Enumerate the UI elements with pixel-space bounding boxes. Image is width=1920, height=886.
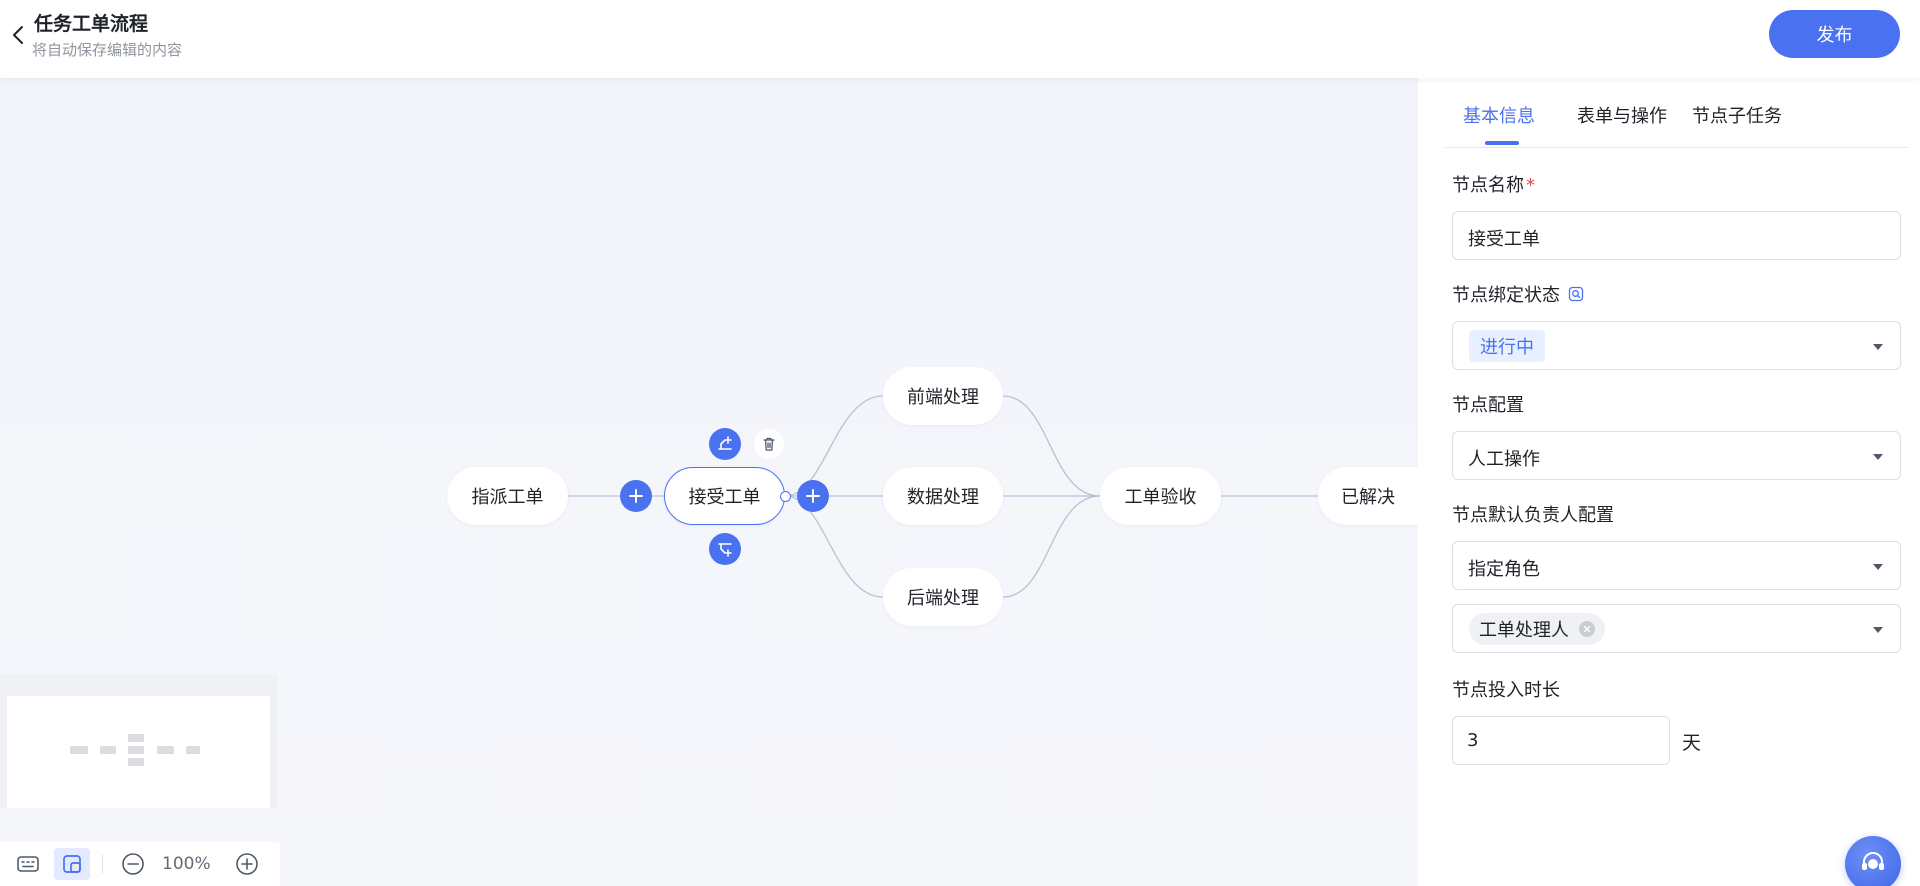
- owner-type-value: 指定角色: [1468, 559, 1540, 580]
- trash-icon: [763, 437, 775, 451]
- flow-node-frontend[interactable]: 前端处理: [883, 367, 1003, 425]
- panel-tabs: 基本信息 表单与操作 节点子任务: [1445, 78, 1908, 148]
- owner-type-select[interactable]: 指定角色: [1452, 541, 1901, 590]
- edge-accept-backend: [784, 495, 884, 598]
- node-settings-panel: 基本信息 表单与操作 节点子任务 节点名称* 接受工单 节点绑定状态 进行中 节…: [1418, 78, 1920, 886]
- minimap-icon: [63, 855, 81, 873]
- bind-status-select[interactable]: 进行中: [1452, 321, 1901, 370]
- owner-config-label: 节点默认负责人配置: [1452, 505, 1614, 526]
- minimap-toggle-button[interactable]: [54, 848, 90, 880]
- status-tag: 进行中: [1469, 330, 1545, 362]
- autosave-hint: 将自动保存编辑的内容: [32, 41, 183, 59]
- page-title: 任务工单流程: [34, 13, 149, 35]
- tab-basic-info[interactable]: 基本信息: [1463, 106, 1535, 127]
- flow-node-review[interactable]: 工单验收: [1100, 467, 1221, 525]
- chevron-down-icon: [1873, 454, 1883, 460]
- flow-node-data[interactable]: 数据处理: [883, 467, 1003, 525]
- active-tab-indicator: [1485, 141, 1519, 145]
- toolbar-divider: [102, 855, 103, 873]
- flow-node-backend[interactable]: 后端处理: [883, 568, 1003, 626]
- role-tag: 工单处理人: [1469, 613, 1605, 645]
- add-branch-up-button[interactable]: [709, 428, 741, 460]
- bind-status-label: 节点绑定状态: [1452, 281, 1584, 307]
- remove-tag-icon[interactable]: [1579, 621, 1595, 637]
- node-name-input[interactable]: 接受工单: [1452, 211, 1901, 260]
- minimap-node: [70, 746, 88, 754]
- branch-down-icon: [718, 543, 732, 557]
- zoom-level: 100%: [162, 854, 211, 874]
- node-output-port[interactable]: [780, 491, 791, 502]
- customer-service-button[interactable]: [1845, 836, 1901, 886]
- role-tag-label: 工单处理人: [1479, 620, 1569, 641]
- minimap-node: [157, 746, 174, 754]
- tab-node-subtasks[interactable]: 节点子任务: [1692, 106, 1782, 127]
- minimap-node: [100, 746, 116, 754]
- minimap-viewport[interactable]: [7, 696, 270, 808]
- node-config-label: 节点配置: [1452, 395, 1524, 416]
- zoom-toolbar: 100%: [0, 842, 280, 886]
- plus-icon: [629, 489, 643, 503]
- owner-role-select[interactable]: 工单处理人: [1452, 604, 1901, 653]
- zoom-in-icon: [236, 853, 258, 875]
- flow-canvas[interactable]: 指派工单 接受工单 前端处理 数据处理 后端处理 工单验收 已解决: [0, 78, 1418, 886]
- minimap-node: [128, 746, 144, 754]
- duration-input[interactable]: [1452, 716, 1670, 765]
- node-name-value: 接受工单: [1468, 229, 1540, 250]
- chevron-down-icon: [1873, 564, 1883, 570]
- add-node-before-button[interactable]: [620, 480, 652, 512]
- keyboard-icon: [17, 856, 39, 872]
- add-node-after-button[interactable]: [797, 480, 829, 512]
- edge-frontend-review: [1002, 395, 1101, 497]
- node-config-select[interactable]: 人工操作: [1452, 431, 1901, 480]
- top-header: 任务工单流程 将自动保存编辑的内容 发布: [0, 0, 1920, 78]
- flow-node-resolved[interactable]: 已解决: [1318, 467, 1418, 525]
- branch-up-icon: [718, 436, 732, 450]
- add-branch-down-button[interactable]: [709, 533, 741, 565]
- info-search-icon[interactable]: [1568, 286, 1584, 302]
- headset-icon: [1862, 852, 1884, 870]
- node-config-value: 人工操作: [1468, 449, 1540, 470]
- zoom-in-button[interactable]: [229, 848, 265, 880]
- keyboard-shortcuts-button[interactable]: [10, 848, 46, 880]
- plus-icon: [806, 489, 820, 503]
- minimap-node: [128, 734, 144, 742]
- flow-node-assign[interactable]: 指派工单: [447, 467, 568, 525]
- minimap-node: [186, 746, 200, 754]
- duration-unit: 天: [1682, 732, 1702, 754]
- publish-button[interactable]: 发布: [1769, 10, 1900, 58]
- zoom-out-icon: [122, 853, 144, 875]
- minimap[interactable]: [0, 674, 277, 808]
- minimap-node: [128, 758, 144, 766]
- chevron-down-icon: [1873, 344, 1883, 350]
- duration-label: 节点投入时长: [1452, 680, 1560, 701]
- back-arrow-icon[interactable]: [8, 24, 30, 46]
- zoom-out-button[interactable]: [115, 848, 151, 880]
- edge-backend-review: [1002, 495, 1101, 598]
- edge-accept-frontend: [784, 395, 884, 497]
- required-asterisk: *: [1526, 175, 1535, 196]
- node-name-label: 节点名称*: [1452, 175, 1535, 196]
- flow-node-accept[interactable]: 接受工单: [664, 467, 785, 525]
- delete-node-button[interactable]: [754, 429, 784, 459]
- chevron-down-icon: [1873, 627, 1883, 633]
- tab-form-and-actions[interactable]: 表单与操作: [1577, 106, 1667, 127]
